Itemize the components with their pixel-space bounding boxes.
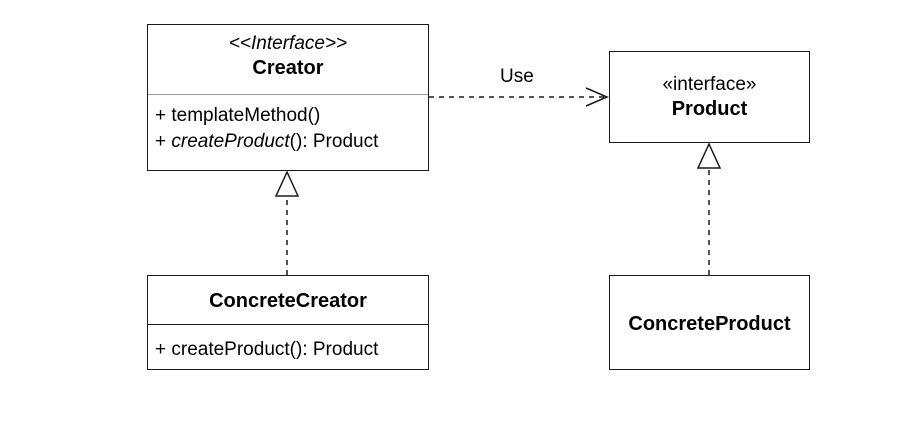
concrete-creator-name: ConcreteCreator — [209, 290, 367, 312]
operation-text: (): Product — [289, 131, 379, 152]
creator-stereotype: <<Interface>> — [228, 33, 348, 54]
use-arrowhead — [585, 87, 609, 107]
creator-realization-triangle — [274, 170, 300, 197]
product-realization-triangle — [696, 142, 722, 169]
product-header: «interface» Product — [610, 52, 809, 122]
product-name: Product — [671, 98, 748, 120]
creator-operation: + templateMethod() — [155, 103, 428, 129]
concrete-creator-operation: + createProduct(): Product — [155, 337, 428, 363]
operation-visibility: + — [155, 131, 172, 152]
creator-operations: + templateMethod() + createProduct(): Pr… — [148, 94, 428, 170]
creator-operation: + createProduct(): Product — [155, 129, 428, 155]
concrete-creator-header: ConcreteCreator — [148, 276, 428, 324]
operation-visibility: + — [155, 339, 172, 360]
operation-visibility: + — [155, 105, 172, 126]
operation-text: createProduct(): Product — [171, 339, 379, 360]
concrete-product-class: ConcreteProduct — [609, 275, 810, 370]
concrete-creator-class: ConcreteCreator + createProduct(): Produ… — [147, 275, 429, 370]
product-interface: «interface» Product — [609, 51, 810, 143]
product-stereotype: «interface» — [662, 74, 757, 95]
operation-abstract-name: createProduct — [171, 131, 290, 152]
concrete-creator-operations: + createProduct(): Product — [148, 324, 428, 363]
use-label: Use — [500, 66, 534, 87]
operation-text: templateMethod() — [171, 105, 321, 126]
concrete-product-name: ConcreteProduct — [628, 313, 791, 335]
creator-class: <<Interface>> Creator + templateMethod()… — [147, 24, 429, 171]
concrete-product-header: ConcreteProduct — [610, 276, 809, 337]
creator-name: Creator — [252, 57, 324, 79]
creator-header: <<Interface>> Creator — [148, 25, 428, 94]
